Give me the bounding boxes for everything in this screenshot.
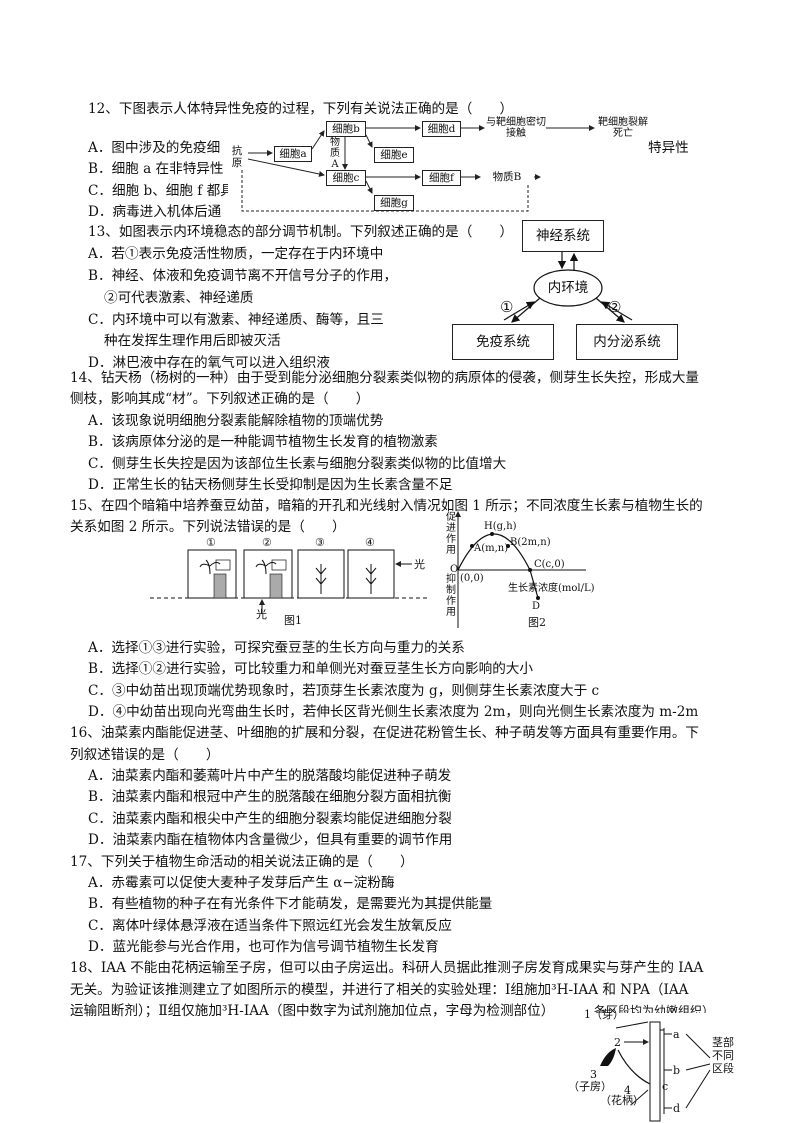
q18-stem-diagram: 1（芽） 2 3 （子房） 4 （花柄） a b c d 茎部不同区段	[560, 1008, 760, 1122]
box-3-label: ③	[315, 536, 325, 549]
q18-line-3-tail: 各区段均为幼嫩组织）	[594, 1004, 715, 1018]
q18-line-3: 运输阻断剂）；Ⅱ组仅施加³H-IAA（图中数字为试剂施加位点，字母为检测部位）	[70, 1003, 555, 1019]
q14-stem-2: 侧枝，影响其成“材”。下列叙述正确的是（ ）	[70, 391, 370, 407]
q17-option-c: C．离体叶绿体悬浮液在适当条件下照远红光会发生放氧反应	[88, 918, 452, 934]
q12-lysis-arrow	[548, 125, 595, 131]
origin-label: O	[450, 564, 459, 575]
q13-stem: 13、如图表示内环境稳态的部分调节机制。下列叙述正确的是（ ）	[88, 224, 514, 240]
q13-option-c2: 种在发挥生理作用后即被灭活	[104, 333, 281, 349]
cell-c-box: 细胞c	[326, 170, 366, 186]
q13-option-a: A．若①表示免疫活性物质，一定存在于内环境中	[88, 246, 384, 262]
q12-option-a: A．图中涉及的免疫细	[88, 140, 221, 156]
nervous-system-box: 神经系统	[522, 220, 604, 252]
label-2: ②	[608, 298, 622, 316]
q14-stem-1: 14、钻天杨（杨树的一种）由于受到能分泌细胞分裂素类似物的病原体的侵袭，侧芽生长…	[70, 370, 700, 386]
box-2-label: ②	[262, 536, 272, 549]
q16-option-b: B．油菜素内酯和根冠中产生的脱落酸在细胞分裂方面相抗衡	[88, 789, 452, 805]
q14-option-c: C．侧芽生长失控是因为该部位生长素与细胞分裂素类似物的比值增大	[88, 456, 507, 472]
bud-label: 1（芽）	[584, 1008, 624, 1021]
antigen-label: 抗原	[228, 145, 246, 169]
q13-diagram-arrows	[503, 252, 633, 323]
lysis-label: 靶细胞裂解死亡	[598, 117, 648, 139]
light-right-label: 光	[414, 558, 425, 571]
point-a-label: A(m,n)	[474, 543, 509, 554]
q14-option-b: B．该病原体分泌的是一种能调节植物生长发育的植物激素	[88, 434, 438, 450]
q13-regulation-diagram: 神经系统 内环境 免疫系统 内分泌系统 ① ②	[452, 218, 682, 362]
section-d-label: d	[673, 1102, 681, 1115]
point-4-label: 4	[624, 1084, 631, 1097]
ovary-label: （子房）	[568, 1080, 612, 1093]
box-1-label: ①	[206, 536, 216, 549]
point-d-label: D	[532, 601, 541, 612]
q12-option-b: B．细胞 a 在非特异性	[88, 161, 224, 177]
q12-option-c: C．细胞 b、细胞 f 都具	[88, 183, 234, 199]
contact-label: 与靶细胞密切接触	[486, 117, 546, 139]
q15-stem-2: 关系如图 2 所示。下列说法错误的是（ ）	[70, 519, 346, 535]
flower-stalk-label: （花柄）	[600, 1094, 644, 1107]
box-4-label: ④	[365, 536, 375, 549]
q13-option-b1: B．神经、体液和免疫调节离不开信号分子的作用，	[88, 268, 398, 284]
fig2-caption: 图2	[528, 616, 546, 629]
cell-a-box: 细胞a	[274, 146, 312, 162]
fig2-curve	[455, 511, 586, 628]
q15-option-b: B．选择①②进行实验，可比较重力和单侧光对蚕豆茎生长方向影响的大小	[88, 661, 533, 677]
section-a-label: a	[673, 1028, 680, 1041]
q15-figure-2: 促进作用 抑制作用 O (0,0) A(m,n) B(2m,n) H(g,h) …	[446, 508, 596, 632]
label-1: ①	[500, 298, 514, 316]
q13-option-d: D．淋巴液中存在的氧气可以进入组织液	[88, 355, 330, 371]
point-h-label: H(g,h)	[484, 521, 517, 532]
q15-stem-1: 15、在四个暗箱中培养蚕豆幼苗，暗箱的开孔和光线射入情况如图 1 所示；不同浓度…	[70, 498, 703, 514]
point-2-label: 2	[614, 1036, 621, 1049]
q12-diagram-arrows	[241, 125, 548, 212]
section-c-label: c	[662, 1080, 669, 1093]
q16-option-a: A．油菜素内酯和萎蔫叶片中产生的脱落酸均能促进种子萌发	[88, 768, 452, 784]
q16-stem-1: 16、油菜素内酯能促进茎、叶细胞的扩展和分裂，在促进花粉管生长、种子萌发等方面具…	[70, 725, 700, 741]
q12-immune-diagram: 抗原 细胞a 细胞b 物质A 细胞e 细胞d 细胞c 细胞f 细胞g 与靶细胞密…	[228, 115, 548, 215]
q15-figure-1: ① ② ③ ④ 光 光 图1	[150, 534, 430, 627]
x-axis-label: 生长素浓度(mol/L)	[508, 583, 595, 594]
q17-option-a: A．赤霉素可以促使大麦种子发芽后产生 α−淀粉酶	[88, 875, 395, 891]
substance-a-label: 物质A	[328, 137, 342, 170]
cell-f-box: 细胞f	[422, 170, 461, 186]
cell-b-box: 细胞b	[326, 121, 366, 137]
point-origin-label: (0,0)	[460, 573, 484, 584]
cell-e-box: 细胞e	[374, 147, 414, 163]
y-promote-label: 促进作用	[446, 512, 456, 556]
substance-b-label: 物质B	[482, 170, 532, 184]
q17-stem: 17、下列关于植物生命活动的相关说法正确的是（ ）	[70, 854, 414, 870]
cell-g-box: 细胞g	[374, 195, 414, 211]
q12-stem: 12、下图表示人体特异性免疫的过程，下列有关说法正确的是（ ）	[88, 101, 514, 117]
q14-option-a: A．该现象说明细胞分裂素能解除植物的顶端优势	[88, 413, 384, 429]
fig1-caption: 图1	[284, 614, 302, 627]
q17-option-d: D．蓝光能参与光合作用，也可作为信号调节植物生长发育	[88, 939, 439, 955]
endocrine-system-box: 内分泌系统	[576, 324, 678, 360]
stem-sections-label: 茎部不同区段	[712, 1036, 734, 1075]
q12-option-d: D．病毒进入机体后通	[88, 204, 222, 220]
q18-diagram-drawing	[600, 1021, 711, 1122]
section-b-label: b	[673, 1064, 681, 1077]
q12-option-a-tail: 特异性	[648, 140, 689, 156]
internal-environment-label: 内环境	[547, 280, 589, 296]
q14-option-d: D．正常生长的钻天杨侧芽生长受抑制是因为生长素含量不足	[88, 477, 453, 493]
cell-d-box: 细胞d	[422, 121, 461, 137]
q16-option-d: D．油菜素内酯在植物体内含量微少，但具有重要的调节作用	[88, 832, 453, 848]
y-inhibit-label: 抑制作用	[446, 574, 456, 618]
q17-option-b: B．有些植物的种子在有光条件下才能萌发，是需要光为其提供能量	[88, 896, 493, 912]
point-b-label: B(2m,n)	[510, 537, 551, 548]
q13-option-c1: C．内环境中可以有激素、神经递质、酶等，且三	[88, 312, 384, 328]
q13-option-b2: ②可代表激素、神经递质	[104, 290, 254, 306]
point-3-label: 3	[590, 1068, 597, 1081]
q15-option-c: C．③中幼苗出现顶端优势现象时，若顶芽生长素浓度为 g，则侧芽生长素浓度大于 c	[88, 683, 600, 699]
q15-option-d: D．④中幼苗出现向光弯曲生长时，若伸长区背光侧生长素浓度为 2m，则向光侧生长素…	[88, 704, 699, 720]
immune-system-box: 免疫系统	[452, 324, 554, 360]
q16-stem-2: 列叙述错误的是（ ）	[70, 747, 220, 763]
q18-line-2: 无关。为验证该推测建立了如图所示的模型，并进行了相关的实验处理：Ⅰ组施加³H-I…	[70, 982, 689, 998]
q18-line-1: 18、IAA 不能由花柄运输至子房，但可以由子房运出。科研人员据此推测子房发育成…	[70, 960, 704, 976]
light-bottom-label: 光	[256, 608, 267, 621]
point-c-label: C(c,0)	[534, 559, 565, 570]
fig1-drawing	[150, 549, 430, 614]
q16-option-c: C．油菜素内酯和根尖中产生的细胞分裂素均能促进细胞分裂	[88, 811, 452, 827]
q15-option-a: A．选择①③进行实验，可探究蚕豆茎的生长方向与重力的关系	[88, 640, 465, 656]
